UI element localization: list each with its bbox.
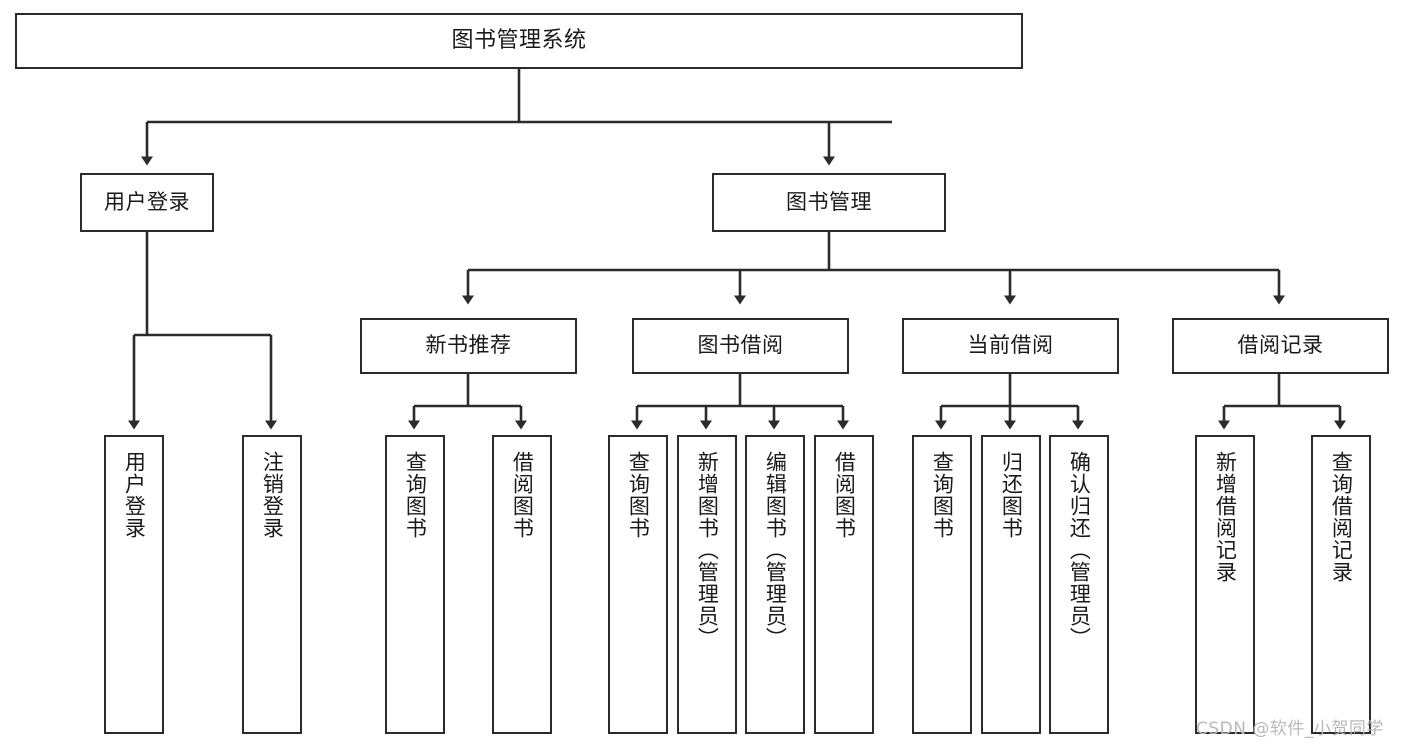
node-user-login[interactable]: 用户登录 <box>80 173 214 232</box>
node-root[interactable]: 图书管理系统 <box>15 13 1023 69</box>
leaf-query-book-1[interactable]: 查询图书 <box>385 435 445 734</box>
leaf-confirm-return[interactable]: 确认归还（管理员） <box>1049 435 1109 734</box>
leaf-add-book-label: 新增图书（管理员） <box>695 451 720 649</box>
leaf-edit-book-label: 编辑图书（管理员） <box>763 451 788 649</box>
node-root-label: 图书管理系统 <box>451 27 587 53</box>
leaf-return-book[interactable]: 归还图书 <box>981 435 1041 734</box>
leaf-user-login-label: 用户登录 <box>122 451 147 539</box>
leaf-query-book-2-label: 查询图书 <box>626 451 651 539</box>
node-user-login-label: 用户登录 <box>104 189 190 214</box>
node-new-book-rec-label: 新书推荐 <box>425 333 512 358</box>
leaf-borrow-book-1-label: 借阅图书 <box>510 451 535 539</box>
node-book-manage[interactable]: 图书管理 <box>712 173 946 232</box>
leaf-query-book-3-label: 查询图书 <box>930 451 955 539</box>
leaf-add-record[interactable]: 新增借阅记录 <box>1195 435 1255 734</box>
node-book-borrow-label: 图书借阅 <box>697 333 784 358</box>
leaf-query-record[interactable]: 查询借阅记录 <box>1311 435 1371 734</box>
leaf-add-record-label: 新增借阅记录 <box>1213 451 1238 583</box>
leaf-logout-login-label: 注销登录 <box>260 451 285 539</box>
leaf-user-login[interactable]: 用户登录 <box>104 435 164 734</box>
leaf-borrow-book-1[interactable]: 借阅图书 <box>492 435 552 734</box>
leaf-edit-book[interactable]: 编辑图书（管理员） <box>745 435 805 734</box>
leaf-confirm-return-label: 确认归还（管理员） <box>1067 451 1092 649</box>
node-book-manage-label: 图书管理 <box>786 189 872 214</box>
node-borrow-record-label: 借阅记录 <box>1237 333 1324 358</box>
leaf-borrow-book-2[interactable]: 借阅图书 <box>814 435 874 734</box>
leaf-logout-login[interactable]: 注销登录 <box>242 435 302 734</box>
csdn-watermark: CSDN @软件_小贺同学 <box>1196 719 1384 739</box>
leaf-add-book[interactable]: 新增图书（管理员） <box>677 435 737 734</box>
node-new-book-rec[interactable]: 新书推荐 <box>360 318 577 374</box>
leaf-query-book-1-label: 查询图书 <box>403 451 428 539</box>
leaf-query-record-label: 查询借阅记录 <box>1329 451 1354 583</box>
leaf-query-book-3[interactable]: 查询图书 <box>912 435 972 734</box>
leaf-borrow-book-2-label: 借阅图书 <box>832 451 857 539</box>
node-book-borrow[interactable]: 图书借阅 <box>632 318 849 374</box>
leaf-return-book-label: 归还图书 <box>999 451 1024 539</box>
leaf-query-book-2[interactable]: 查询图书 <box>608 435 668 734</box>
node-current-borrow-label: 当前借阅 <box>967 333 1054 358</box>
node-borrow-record[interactable]: 借阅记录 <box>1172 318 1389 374</box>
node-current-borrow[interactable]: 当前借阅 <box>902 318 1119 374</box>
